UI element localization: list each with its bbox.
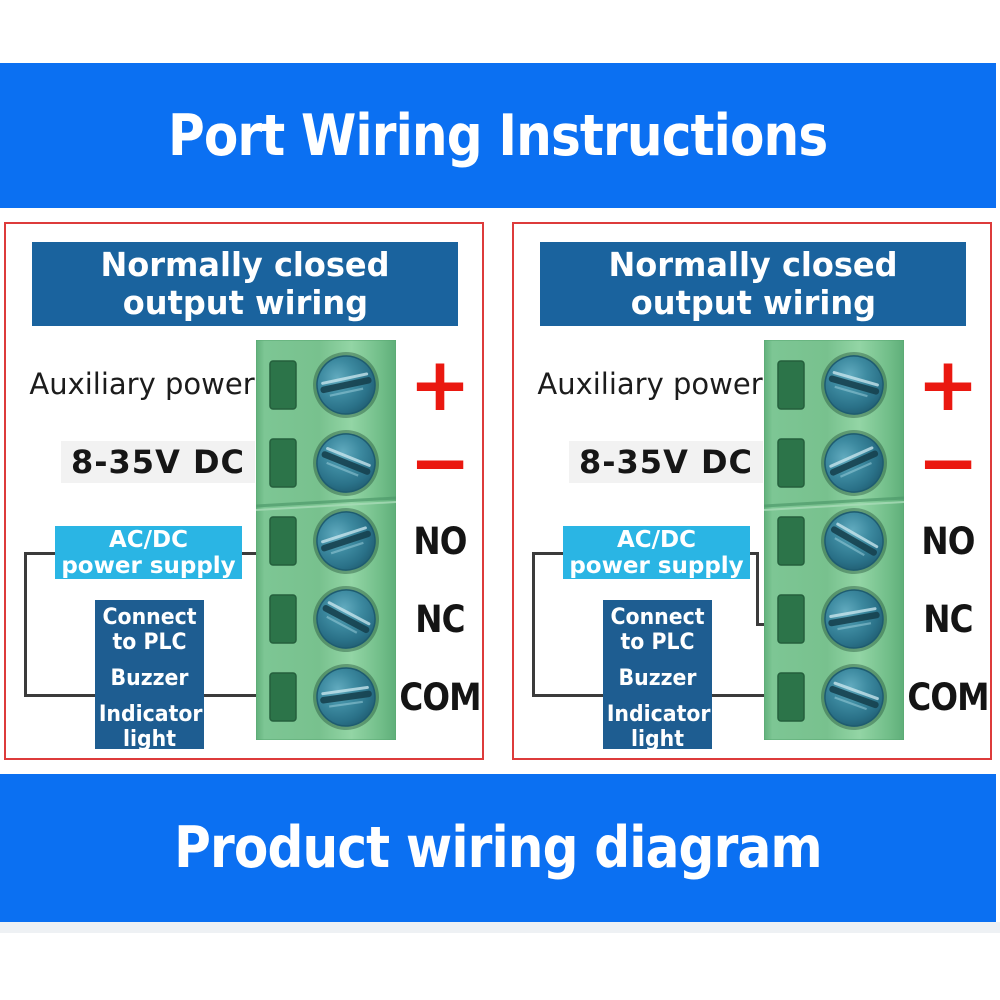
- load-box-line-indicator: Indicator: [606, 702, 711, 727]
- load-devices-box: Connect to PLC Buzzer Indicator light: [95, 600, 204, 752]
- panel-title-line2: output wiring: [122, 283, 368, 322]
- com-terminal-label: COM: [399, 675, 481, 719]
- wire-left-vertical: [532, 552, 535, 697]
- terminal-block-image: [764, 340, 904, 740]
- terminal-screw: [821, 352, 887, 418]
- voltage-label: 8-35V DC: [538, 441, 794, 483]
- banner-shadow-strip: [0, 922, 1000, 933]
- terminal-screw: [313, 664, 379, 730]
- terminal-screw: [313, 352, 379, 418]
- wire-slots: [777, 360, 805, 722]
- terminal-screw: [821, 664, 887, 730]
- top-banner-title: Port Wiring Instructions: [168, 102, 828, 169]
- load-box-line-buzzer: Buzzer: [618, 666, 697, 691]
- load-devices-box: Connect to PLC Buzzer Indicator light: [603, 600, 712, 752]
- no-terminal-label: NO: [921, 519, 975, 563]
- wiring-panel-right: Normally closed output wiring Auxiliary …: [512, 222, 992, 760]
- terminal-screw: [821, 586, 887, 652]
- wire-supply-left: [532, 552, 563, 555]
- no-terminal-label: NO: [413, 519, 467, 563]
- ac-dc-power-supply-box: AC/DC power supply: [55, 526, 242, 579]
- panel-title-line1: Normally closed: [100, 245, 390, 284]
- bottom-banner-title: Product wiring diagram: [174, 815, 823, 881]
- bottom-banner: Product wiring diagram: [0, 774, 996, 922]
- wire-com-right: [202, 694, 256, 697]
- plus-terminal-label: +: [916, 342, 979, 428]
- wiring-panel-left: Normally closed output wiring Auxiliary …: [4, 222, 484, 760]
- wire-left-vertical: [24, 552, 27, 697]
- wire-com-right: [710, 694, 764, 697]
- auxiliary-power-label: Auxiliary power: [537, 367, 763, 401]
- panel-title-line1: Normally closed: [608, 245, 898, 284]
- wire-com-left: [532, 694, 603, 697]
- wire-supply-to-terminal: [240, 552, 256, 555]
- voltage-label: 8-35V DC: [30, 441, 286, 483]
- terminal-block-image: [256, 340, 396, 740]
- load-box-line-to-plc: to PLC: [112, 630, 187, 655]
- minus-terminal-label: −: [408, 420, 471, 506]
- load-box-line-connect: Connect: [610, 605, 705, 630]
- com-terminal-label: COM: [907, 675, 989, 719]
- plus-terminal-label: +: [408, 342, 471, 428]
- nc-terminal-label: NC: [415, 597, 465, 641]
- wire-supply-left: [24, 552, 55, 555]
- nc-terminal-label: NC: [923, 597, 973, 641]
- ac-dc-power-supply-box: AC/DC power supply: [563, 526, 750, 579]
- load-box-line-to-plc: to PLC: [620, 630, 695, 655]
- terminal-screw: [821, 430, 887, 496]
- wire-slots: [269, 360, 297, 722]
- terminal-screw: [313, 586, 379, 652]
- load-box-line-light: light: [630, 727, 685, 752]
- wire-com-left: [24, 694, 95, 697]
- wire-supply-to-terminal: [748, 552, 758, 555]
- load-box-line-indicator: Indicator: [98, 702, 203, 727]
- load-box-line-light: light: [122, 727, 177, 752]
- wire-supply-jog-in: [756, 623, 764, 626]
- supply-box-line1: AC/DC: [108, 527, 189, 553]
- terminal-screw: [313, 430, 379, 496]
- terminal-screw: [313, 508, 379, 574]
- panel-title-box: Normally closed output wiring: [32, 242, 458, 326]
- supply-box-line2: power supply: [61, 553, 236, 579]
- load-box-line-buzzer: Buzzer: [110, 666, 189, 691]
- supply-box-line1: AC/DC: [616, 527, 697, 553]
- wire-supply-jog-down: [756, 552, 759, 626]
- auxiliary-power-label: Auxiliary power: [29, 367, 255, 401]
- terminal-screw: [821, 508, 887, 574]
- top-banner: Port Wiring Instructions: [0, 63, 996, 208]
- load-box-line-connect: Connect: [102, 605, 197, 630]
- minus-terminal-label: −: [916, 420, 979, 506]
- supply-box-line2: power supply: [569, 553, 744, 579]
- panel-title-box: Normally closed output wiring: [540, 242, 966, 326]
- panel-title-line2: output wiring: [630, 283, 876, 322]
